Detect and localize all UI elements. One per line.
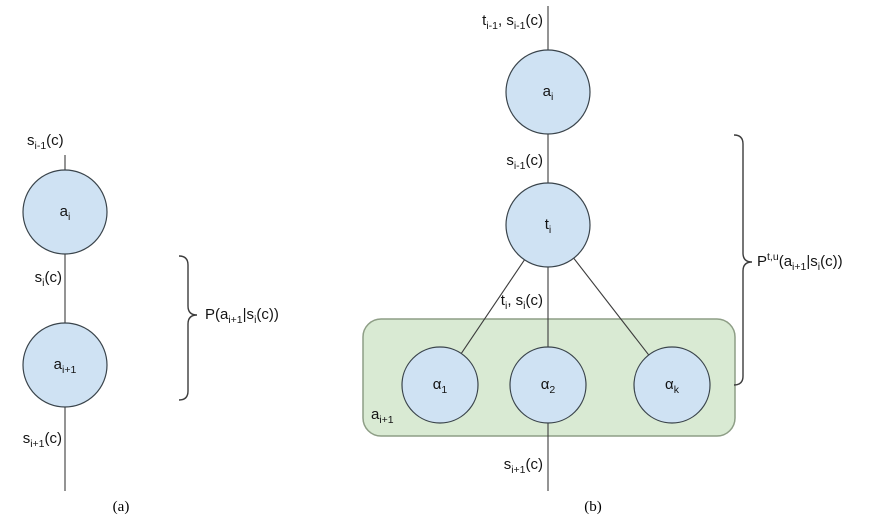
- node-label-alpha1-b: α1: [432, 376, 448, 396]
- node-ai1-a: [22, 322, 108, 408]
- edge-label-s-next-b: si+1(c): [503, 456, 543, 476]
- node-label-ai1-a: ai+1: [53, 356, 77, 376]
- caption-a: (a): [112, 499, 130, 515]
- edge-label-ts-i-b: ti, si(c): [500, 292, 543, 312]
- edge-label-ts-prev-b: ti-1, si-1(c): [482, 12, 543, 32]
- edge-label-s-prev-a: si-1(c): [27, 132, 64, 152]
- brace-a: [178, 255, 198, 401]
- node-alpha1-b: [401, 346, 479, 424]
- node-label-alphak-b: αk: [665, 376, 679, 396]
- edge-label-s-i-a: si(c): [34, 269, 62, 289]
- edge-label-s-prev-b: si-1(c): [506, 152, 543, 172]
- node-label-ai-b: ai: [542, 83, 554, 103]
- group-label-ai1-b: ai+1: [371, 406, 394, 426]
- edge-label-s-next-a: si+1(c): [22, 430, 62, 450]
- node-ai-a: [22, 169, 108, 255]
- node-ai-b: [505, 49, 591, 135]
- prob-label-b: Pt,u(ai+1|si(c)): [757, 251, 843, 273]
- node-label-ti-b: ti: [544, 216, 552, 236]
- node-label-alpha2-b: α2: [540, 376, 556, 396]
- node-alphak-b: [633, 346, 711, 424]
- node-label-ai-a: ai: [59, 203, 71, 223]
- node-ti-b: [505, 182, 591, 268]
- caption-b: (b): [584, 499, 602, 515]
- prob-label-a: P(ai+1|si(c)): [205, 306, 279, 326]
- brace-b: [733, 134, 753, 386]
- node-alpha2-b: [509, 346, 587, 424]
